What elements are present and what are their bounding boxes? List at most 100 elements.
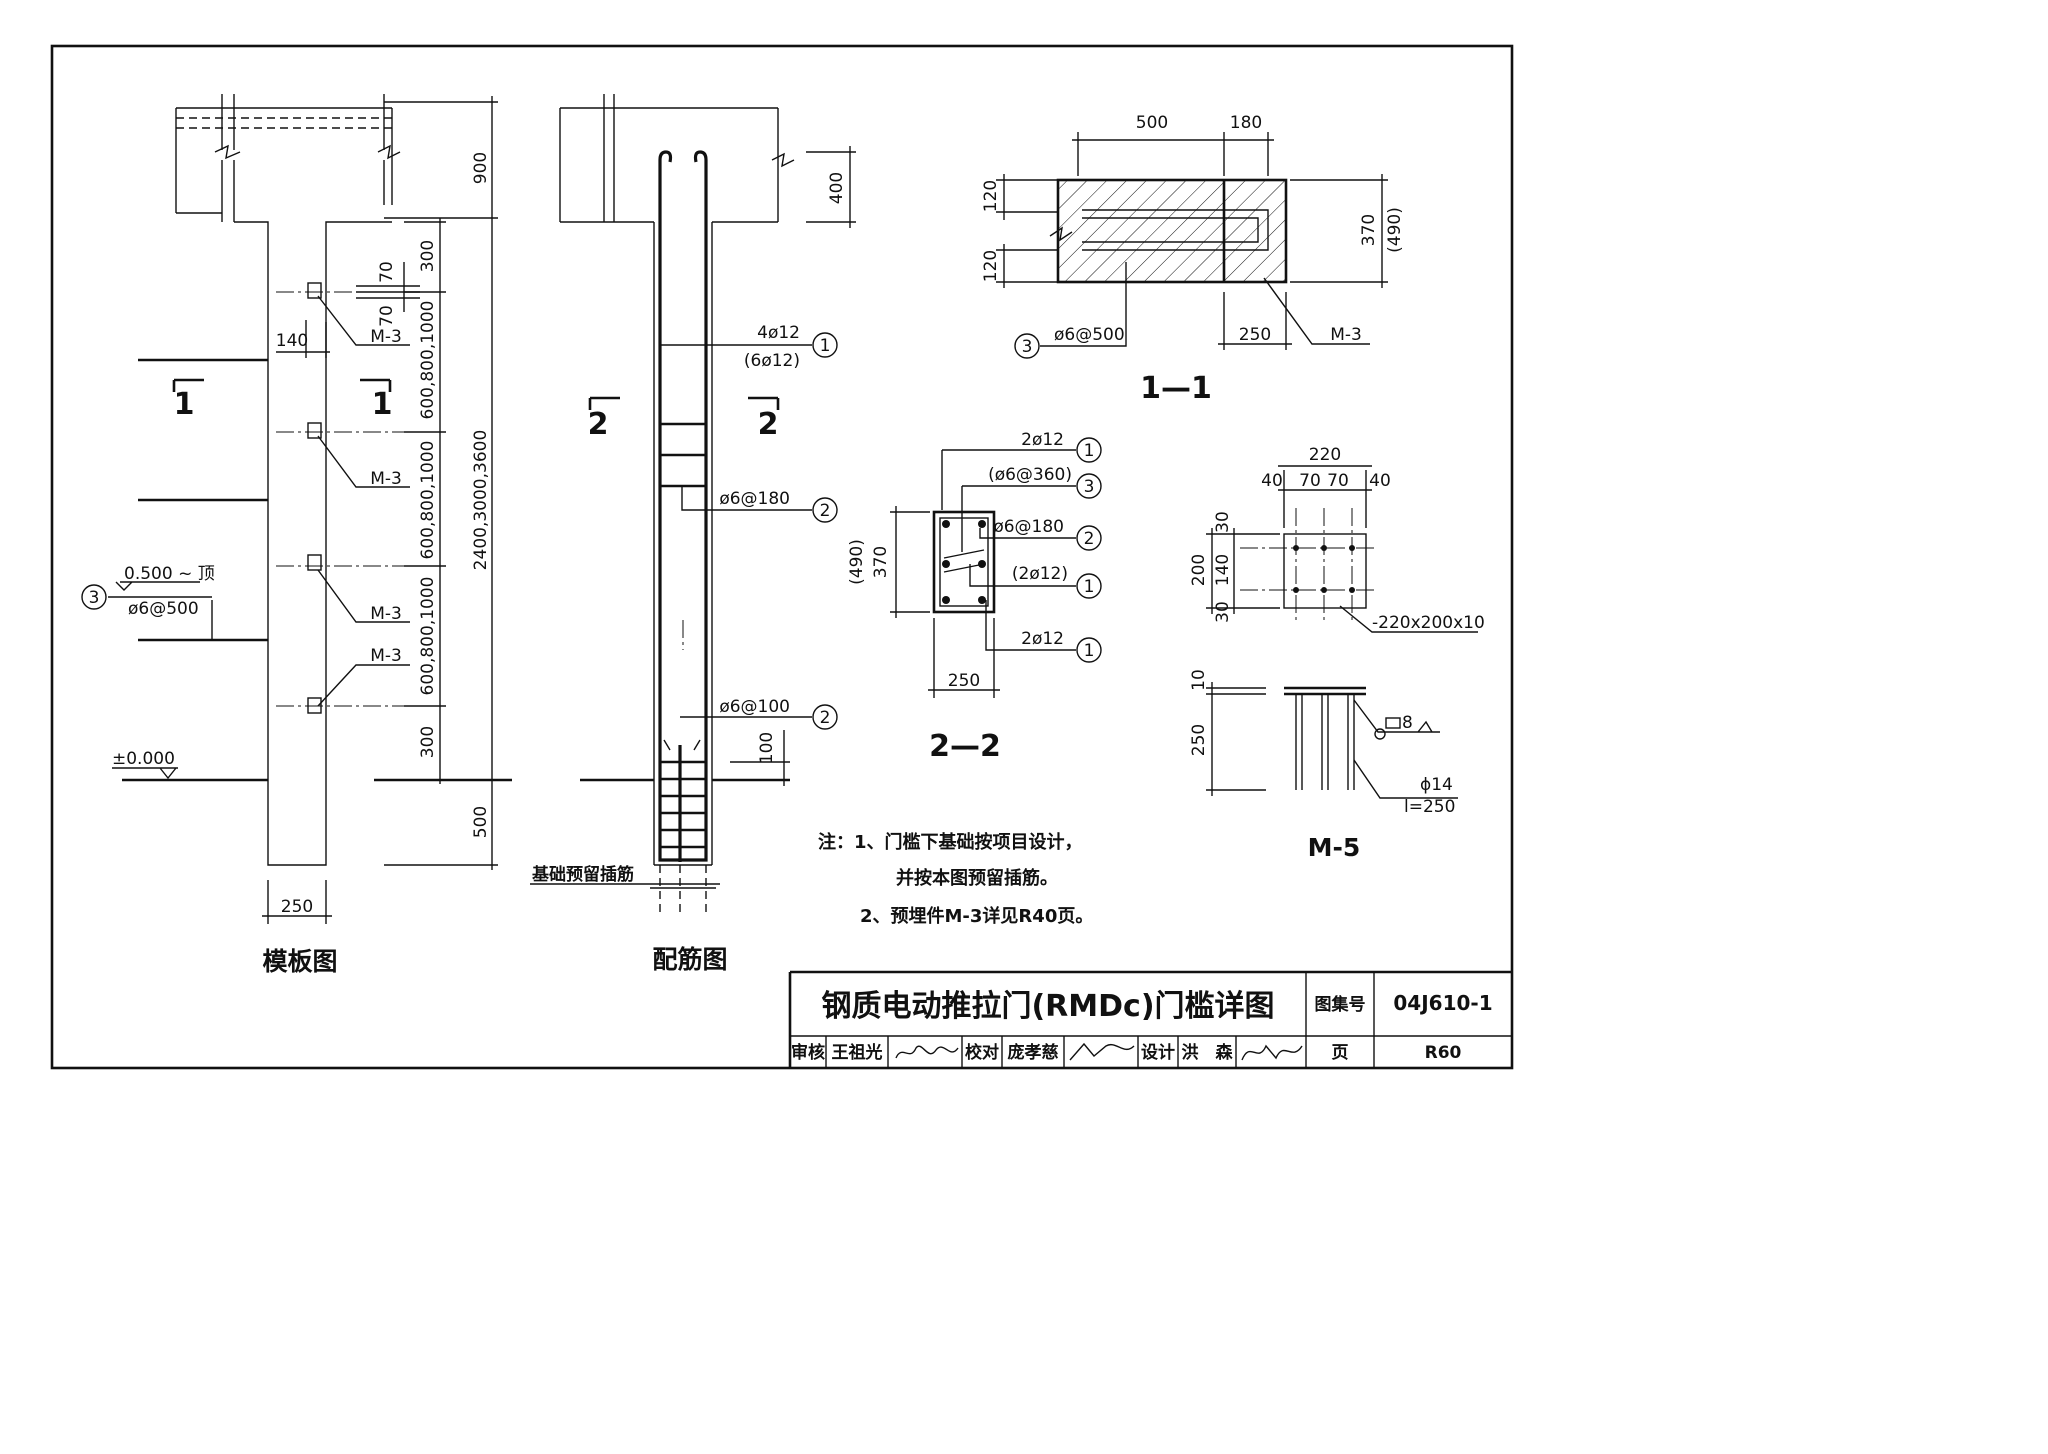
atlas-no: 04J610-1	[1393, 991, 1492, 1015]
section-mark-1-left: 1	[174, 387, 195, 422]
embed-label-3: M-3	[370, 604, 402, 624]
m5-embed-detail	[1206, 465, 1478, 799]
s22-dim-250: 250	[948, 671, 980, 691]
formwork-dim-300-top: 300	[418, 240, 438, 272]
formwork-dim-seg2: 600,800,1000	[418, 441, 438, 560]
m5-dim-10: 10	[1189, 669, 1209, 691]
reviewer-signature	[895, 1045, 959, 1059]
reviewer-name: 王祖光	[832, 1042, 883, 1063]
page-label: 页	[1332, 1043, 1349, 1063]
embed-label-1: M-3	[370, 327, 402, 347]
section-2-2	[890, 437, 1102, 698]
formwork-dim-900: 900	[471, 152, 491, 184]
formwork-dim-70b: 70	[377, 305, 397, 327]
m5-dim-30-top: 30	[1213, 511, 1233, 533]
s22-callout-2-no: 3	[1084, 477, 1095, 497]
s22-callout-2-text: (ø6@360)	[988, 465, 1072, 485]
embed-label-4: M-3	[370, 646, 402, 666]
s22-callout-5-text: 2ø12	[1021, 629, 1064, 649]
formwork-dim-seg1: 600,800,1000	[418, 301, 438, 420]
level-ground-label: ±0.000	[112, 749, 175, 769]
title-block	[788, 970, 1512, 1068]
m5-dim-40-right: 40	[1369, 471, 1391, 491]
formwork-callout-number: 3	[89, 588, 100, 608]
m5-bar-length: l=250	[1404, 797, 1455, 817]
s11-dim-500: 500	[1136, 113, 1168, 133]
reinf-section-mark-left: 2	[588, 407, 609, 442]
reinf-callout-1-text: 4ø12	[757, 323, 800, 343]
formwork-dim-300-bottom: 300	[418, 726, 438, 758]
m5-dim-30-bottom: 30	[1213, 601, 1233, 623]
m5-dim-70-b: 70	[1327, 471, 1349, 491]
checker-name: 庞孝慈	[1008, 1042, 1059, 1063]
formwork-dim-total: 2400,3000,3600	[471, 430, 491, 571]
s11-dim-120-bottom: 120	[981, 250, 1001, 282]
s11-callout-number: 3	[1022, 337, 1033, 357]
review-label: 审核	[791, 1042, 825, 1063]
note-line-2: 并按本图预留插筋。	[896, 867, 1058, 889]
m5-dim-200: 200	[1189, 554, 1209, 586]
s11-rebar-note: ø6@500	[1054, 325, 1125, 345]
atlas-no-label: 图集号	[1315, 994, 1366, 1015]
formwork-view	[81, 94, 512, 924]
reinf-callout-2-no: 2	[820, 501, 831, 521]
reinf-dim-100: 100	[757, 732, 777, 764]
s22-callout-1-text: 2ø12	[1021, 430, 1064, 450]
s11-dim-370: 370	[1359, 214, 1379, 246]
level-top-label: 0.500 ~ 顶	[124, 564, 215, 584]
reinf-section-mark-right: 2	[758, 407, 779, 442]
formwork-dim-500: 500	[471, 806, 491, 838]
note-line-1: 注：1、门槛下基础按项目设计，	[818, 831, 1083, 853]
section-1-1-caption: 1—1	[1140, 371, 1212, 406]
design-label: 设计	[1141, 1042, 1175, 1063]
s22-dim-370: 370	[871, 546, 891, 578]
s11-embed-label: M-3	[1330, 325, 1362, 345]
designer-signature	[1241, 1044, 1303, 1061]
checker-signature	[1069, 1042, 1135, 1061]
formwork-dim-140: 140	[276, 331, 308, 351]
m5-plate-label: -220x200x10	[1372, 613, 1485, 633]
sheet-border	[50, 44, 1514, 1070]
s11-dim-120-top: 120	[981, 180, 1001, 212]
m5-dim-220: 220	[1309, 445, 1341, 465]
m5-dim-140: 140	[1213, 554, 1233, 586]
formwork-dim-250: 250	[281, 897, 313, 917]
section-1-1	[996, 132, 1388, 359]
reinf-callout-3-text: ø6@100	[719, 697, 790, 717]
m5-dim-40-left: 40	[1261, 471, 1283, 491]
s22-callout-4-text: (2ø12)	[1012, 564, 1068, 584]
reinf-callout-1-no: 1	[820, 336, 831, 356]
m5-dim-70-a: 70	[1299, 471, 1321, 491]
s22-dim-490: (490)	[847, 539, 867, 585]
drawing-title: 钢质电动推拉门(RMDc)门槛详图	[821, 989, 1274, 1024]
section-mark-1-right: 1	[372, 387, 393, 422]
reinf-callout-1-sub: (6ø12)	[744, 351, 800, 371]
reinforcement-caption: 配筋图	[652, 945, 727, 974]
s22-callout-4-no: 1	[1084, 577, 1095, 597]
s22-callout-3-text: ø6@180	[993, 517, 1064, 537]
reinf-dim-400: 400	[827, 172, 847, 204]
formwork-rebar-note: ø6@500	[128, 599, 199, 619]
formwork-dim-70a: 70	[377, 261, 397, 283]
m5-weld-size: 8	[1402, 713, 1413, 733]
embed-label-2: M-3	[370, 469, 402, 489]
detail-drawing: 900 300 600,800,1000 600,800,1000 600,80…	[50, 44, 1514, 1070]
reinf-callout-2-text: ø6@180	[719, 489, 790, 509]
check-label: 校对	[965, 1042, 999, 1063]
note-line-3: 2、预埋件M-3详见R40页。	[860, 905, 1093, 927]
s11-dim-180: 180	[1230, 113, 1262, 133]
section-2-2-caption: 2—2	[929, 729, 1001, 764]
s11-dim-250: 250	[1239, 325, 1271, 345]
formwork-caption: 模板图	[262, 947, 337, 976]
page-no: R60	[1425, 1043, 1462, 1063]
s22-callout-5-no: 1	[1084, 641, 1095, 661]
m5-bar-label: ϕ14	[1420, 775, 1453, 795]
reinforcement-view	[530, 94, 856, 912]
s11-dim-490: (490)	[1385, 207, 1405, 253]
s22-callout-3-no: 2	[1084, 529, 1095, 549]
designer-name: 洪 森	[1182, 1042, 1234, 1063]
foundation-dowel-note: 基础预留插筋	[531, 864, 634, 885]
formwork-dim-seg3: 600,800,1000	[418, 577, 438, 696]
reinf-callout-3-no: 2	[820, 708, 831, 728]
s22-callout-1-no: 1	[1084, 441, 1095, 461]
